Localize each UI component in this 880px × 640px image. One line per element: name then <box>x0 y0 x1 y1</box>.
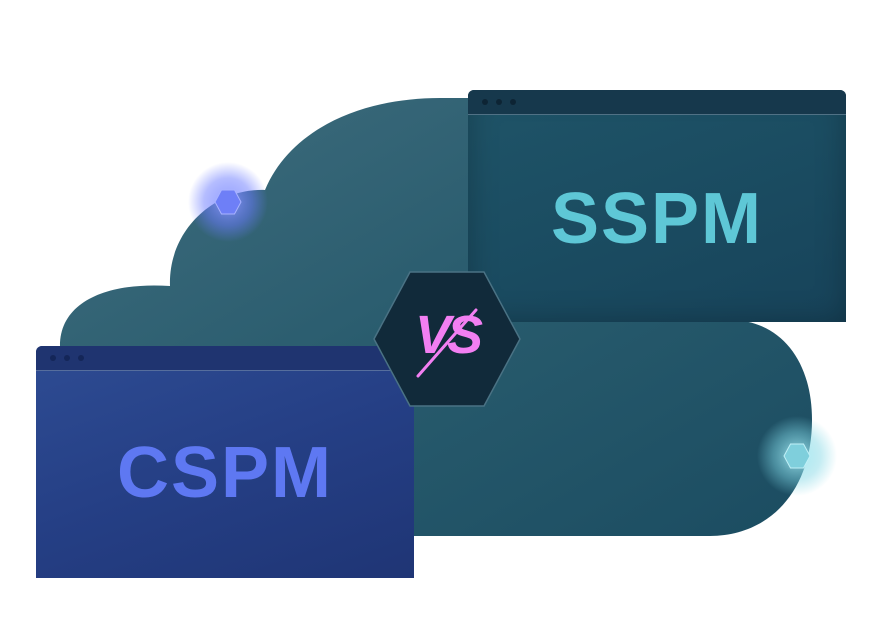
window-dot-icon <box>496 99 502 105</box>
window-dot-icon <box>64 355 70 361</box>
cspm-window-titlebar <box>36 346 414 371</box>
window-dot-icon <box>78 355 84 361</box>
window-dot-icon <box>482 99 488 105</box>
sspm-window: SSPM <box>468 90 846 322</box>
cyan-glow-hexagon-icon <box>757 416 837 496</box>
cspm-label: CSPM <box>116 433 334 513</box>
purple-glow-hexagon-icon <box>188 162 268 242</box>
versus-text: VS <box>414 305 483 365</box>
window-dot-icon <box>50 355 56 361</box>
cspm-window: CSPM <box>36 346 414 578</box>
hexagon-icon <box>373 271 521 407</box>
window-dot-icon <box>510 99 516 105</box>
sspm-window-titlebar <box>468 90 846 115</box>
sspm-label: SSPM <box>550 179 764 259</box>
versus-badge: VS <box>370 268 524 410</box>
